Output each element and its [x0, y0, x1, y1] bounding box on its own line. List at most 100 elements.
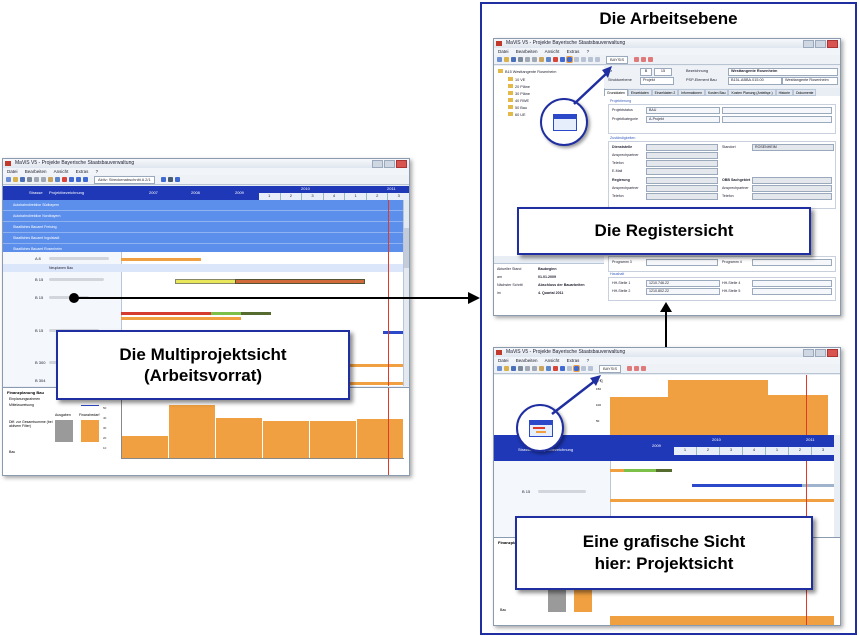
refresh-icon[interactable]: [634, 366, 640, 371]
hh-stelle-5-field[interactable]: [752, 288, 832, 295]
doc-icon[interactable]: [581, 366, 586, 371]
paste-icon[interactable]: [539, 366, 544, 371]
tree-item[interactable]: 40 RWE: [508, 98, 529, 103]
baysis-button[interactable]: BAYSIS: [606, 55, 629, 64]
refresh-icon[interactable]: [627, 366, 633, 371]
minimize-button[interactable]: [372, 160, 383, 168]
gantt-bar[interactable]: [692, 484, 802, 487]
gantt-bar[interactable]: [624, 469, 656, 472]
tab-historie[interactable]: Historie: [775, 89, 794, 96]
print-icon[interactable]: [27, 177, 32, 182]
funnel-icon[interactable]: [160, 177, 166, 182]
gantt-bar[interactable]: [235, 279, 365, 284]
gantt-bar[interactable]: [121, 312, 211, 315]
register-view-icon[interactable]: [566, 56, 573, 63]
doc-icon[interactable]: [581, 57, 586, 62]
cut-icon[interactable]: [34, 177, 39, 182]
filter-icon[interactable]: [553, 366, 558, 371]
tab-dokumente[interactable]: Dokumente: [793, 89, 817, 96]
gantt-icon[interactable]: [574, 57, 579, 62]
tree-root[interactable]: B15 Westtangente Rosenheim: [498, 69, 556, 74]
gantt-bar[interactable]: [121, 317, 241, 320]
refresh-icon[interactable]: [634, 57, 640, 62]
bezeichnung-field[interactable]: Westtangente Rosenheim: [728, 68, 838, 76]
menu-ansicht[interactable]: Ansicht: [53, 169, 69, 174]
gantt-bar[interactable]: [121, 258, 201, 261]
menu-help[interactable]: ?: [586, 358, 590, 363]
print-icon[interactable]: [518, 366, 523, 371]
telefon-field[interactable]: [646, 160, 718, 167]
cut-icon[interactable]: [525, 57, 530, 62]
menu-datei[interactable]: Datei: [7, 169, 18, 174]
save-icon[interactable]: [511, 57, 516, 62]
open-icon[interactable]: [504, 366, 509, 371]
tree-item[interactable]: 60 UE: [508, 112, 526, 117]
menu-bearbeiten[interactable]: Bearbeiten: [515, 358, 538, 363]
baysis-button[interactable]: BAYSIS: [599, 364, 622, 373]
programm-field[interactable]: [646, 259, 718, 266]
close-button[interactable]: [396, 160, 407, 168]
copy-icon[interactable]: [532, 57, 537, 62]
group-row[interactable]: Autobahndirektion Südbayern: [3, 200, 403, 211]
projektkategorie-field[interactable]: A-Projekt: [646, 116, 720, 123]
filter-icon[interactable]: [62, 177, 67, 182]
undo-icon[interactable]: [55, 177, 60, 182]
menu-help[interactable]: ?: [95, 169, 99, 174]
maximize-button[interactable]: [815, 40, 826, 48]
hh-stelle-4-field[interactable]: [752, 280, 832, 287]
undo-icon[interactable]: [546, 57, 551, 62]
copy-icon[interactable]: [41, 177, 46, 182]
copy-icon[interactable]: [532, 366, 537, 371]
group-row[interactable]: Autobahndirektion Nordbayern: [3, 211, 403, 222]
group-row[interactable]: Staatliches Bauamt Rosenheim: [3, 244, 403, 254]
grid-icon[interactable]: [567, 366, 572, 371]
gantt-bar[interactable]: [656, 469, 672, 472]
group-row[interactable]: Staatliches Bauamt Freising: [3, 222, 403, 233]
strukturebene-field[interactable]: Projekt: [640, 77, 674, 85]
gantt-bar[interactable]: [241, 312, 271, 315]
gantt-bar[interactable]: [211, 312, 241, 315]
print-icon[interactable]: [518, 57, 523, 62]
menu-extras[interactable]: Extras: [75, 169, 89, 174]
grid-icon[interactable]: [76, 177, 81, 182]
binoculars-icon[interactable]: [167, 177, 173, 182]
dienststelle-field[interactable]: [646, 144, 718, 151]
chart-icon[interactable]: [174, 177, 180, 182]
open-icon[interactable]: [504, 57, 509, 62]
ansprechpartner-field-3[interactable]: [752, 185, 832, 192]
refresh-icon[interactable]: [641, 57, 647, 62]
view-icon[interactable]: [560, 57, 565, 62]
new-icon[interactable]: [497, 57, 502, 62]
maximize-button[interactable]: [384, 160, 395, 168]
standort-field[interactable]: ROSENHEIM: [752, 144, 834, 151]
group-row[interactable]: Staatliches Bauamt Ingolstadt: [3, 233, 403, 244]
programm-field-2[interactable]: [752, 259, 832, 266]
view-icon[interactable]: [69, 177, 74, 182]
save-icon[interactable]: [511, 366, 516, 371]
menu-bearbeiten[interactable]: Bearbeiten: [24, 169, 47, 174]
gantt-icon[interactable]: [83, 177, 88, 182]
close-button[interactable]: [827, 40, 838, 48]
telefon-field-2[interactable]: [646, 193, 718, 200]
table-icon[interactable]: [595, 57, 600, 62]
ansprechpartner-field[interactable]: [646, 152, 718, 159]
projektart-field[interactable]: [722, 116, 832, 123]
menu-bearbeiten[interactable]: Bearbeiten: [515, 49, 538, 54]
view-icon[interactable]: [560, 366, 565, 371]
obb-field[interactable]: [752, 177, 832, 184]
tab-einzeldaten-2[interactable]: Einzeldaten 2: [651, 89, 679, 96]
gantt-bar[interactable]: [802, 484, 834, 487]
menu-ansicht[interactable]: Ansicht: [544, 358, 560, 363]
tab-kosten-planung[interactable]: Kosten Planung (Anteilspr.): [728, 89, 776, 96]
plan-field[interactable]: [722, 107, 832, 114]
tab-grunddaten[interactable]: Grunddaten: [604, 89, 628, 96]
vertical-scrollbar[interactable]: [403, 200, 409, 386]
new-icon[interactable]: [6, 177, 11, 182]
tab-einzeldaten[interactable]: Einzeldaten: [627, 89, 652, 96]
hh-stelle-2-field[interactable]: 1210.802.22: [646, 288, 720, 295]
paste-icon[interactable]: [48, 177, 53, 182]
list-icon[interactable]: [588, 57, 593, 62]
list-icon[interactable]: [588, 366, 593, 371]
save-icon[interactable]: [20, 177, 25, 182]
psp-field[interactable]: B15L.ABBA.015.00: [728, 77, 782, 85]
